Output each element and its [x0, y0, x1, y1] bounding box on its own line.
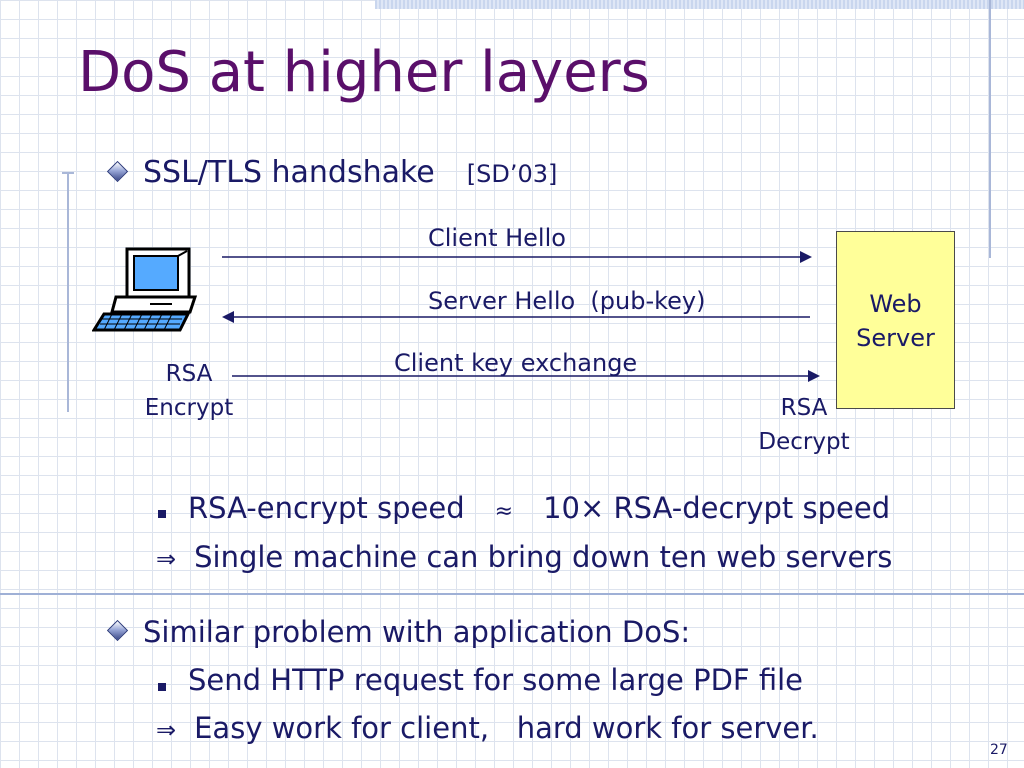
web-server-box	[836, 231, 955, 409]
square-bullet-icon	[158, 683, 166, 691]
implies-arrow-icon: ⇒	[156, 545, 177, 573]
server-hello-label: Server Hello (pub-key)	[428, 287, 706, 315]
approx-symbol: ≈	[494, 499, 514, 524]
implies-text-1: Single machine can bring down ten web se…	[194, 540, 893, 574]
slide-title: DoS at higher layers	[78, 40, 650, 105]
web-server-label-line2: Server	[856, 324, 935, 352]
sub-bullet-http-request: Send HTTP request for some large PDF fil…	[188, 663, 803, 697]
computer-icon	[92, 247, 198, 332]
page-number: 27	[990, 742, 1008, 758]
top-decorative-band	[375, 0, 1024, 9]
server-hello-arrow	[222, 311, 810, 323]
bullet-ssl-tls: SSL/TLS handshake [SD’03]	[143, 155, 557, 192]
client-key-exchange-arrow	[232, 370, 820, 382]
rsa-decrypt-line2: Decrypt	[758, 429, 850, 455]
rsa-decrypt-label: RSA Decrypt	[750, 394, 858, 456]
left-decorative-tick	[62, 172, 74, 174]
implies-line-1: ⇒ Single machine can bring down ten web s…	[156, 539, 892, 577]
implies-arrow-icon: ⇒	[156, 716, 177, 744]
rsa-encrypt-label: RSA Encrypt	[136, 360, 242, 422]
square-bullet-icon	[158, 510, 166, 518]
web-server-label-line1: Web	[869, 290, 922, 318]
web-server-label: Web Server	[836, 287, 955, 355]
client-hello-arrow	[222, 251, 812, 263]
speed-text-a: RSA-encrypt speed	[188, 491, 465, 525]
speed-text-b: 10× RSA-decrypt speed	[543, 491, 891, 525]
client-hello-label: Client Hello	[428, 224, 566, 252]
horizontal-divider	[0, 593, 1024, 595]
right-decorative-line	[989, 0, 991, 258]
left-decorative-line	[67, 172, 69, 412]
client-key-exchange-label: Client key exchange	[394, 349, 638, 377]
bullet-ssl-tls-text: SSL/TLS handshake	[143, 155, 435, 190]
implies-line-2: ⇒ Easy work for client, hard work for ser…	[156, 710, 819, 748]
rsa-encrypt-line2: Encrypt	[144, 395, 234, 421]
rsa-decrypt-line1: RSA	[780, 395, 828, 421]
citation: [SD’03]	[466, 160, 558, 188]
implies-text-2: Easy work for client, hard work for serv…	[194, 711, 819, 745]
bullet-application-dos: Similar problem with application DoS:	[143, 615, 691, 649]
rsa-encrypt-line1: RSA	[165, 361, 213, 387]
sub-bullet-speed: RSA-encrypt speed ≈10× RSA-decrypt speed	[188, 490, 890, 530]
